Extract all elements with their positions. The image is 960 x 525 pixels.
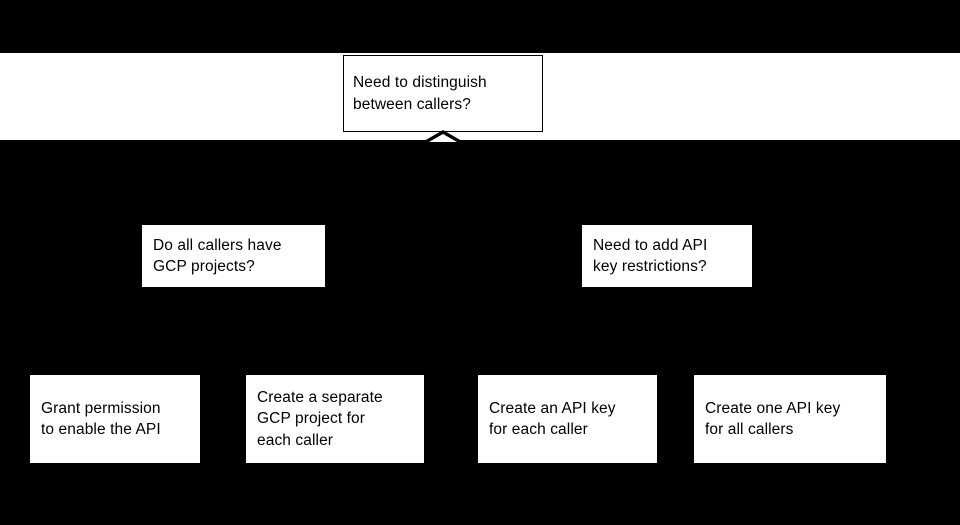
node-root-label: Need to distinguish between callers? [353, 74, 487, 113]
node-gcp-projects-label: Do all callers have GCP projects? [153, 236, 282, 275]
node-key-each-caller-label: Create an API key for each caller [489, 399, 616, 438]
node-grant-permission-label: Grant permission to enable the API [41, 399, 161, 438]
node-key-all-callers-label: Create one API key for all callers [705, 399, 841, 438]
node-api-restrictions-label: Need to add API key restrictions? [593, 236, 708, 275]
node-create-one-api-key-for-all-callers[interactable]: Create one API key for all callers [694, 375, 886, 463]
node-do-all-callers-have-gcp-projects[interactable]: Do all callers have GCP projects? [142, 225, 325, 287]
node-create-an-api-key-for-each-caller[interactable]: Create an API key for each caller [478, 375, 657, 463]
node-need-to-add-api-key-restrictions[interactable]: Need to add API key restrictions? [582, 225, 752, 287]
node-separate-project-label: Create a separate GCP project for each c… [257, 388, 383, 449]
node-grant-permission-to-enable-the-api[interactable]: Grant permission to enable the API [30, 375, 200, 463]
node-create-a-separate-gcp-project-for-each-caller[interactable]: Create a separate GCP project for each c… [246, 375, 424, 463]
arrowhead-up-inner-icon [429, 134, 457, 142]
node-need-to-distinguish-between-callers[interactable]: Need to distinguish between callers? [343, 55, 543, 132]
